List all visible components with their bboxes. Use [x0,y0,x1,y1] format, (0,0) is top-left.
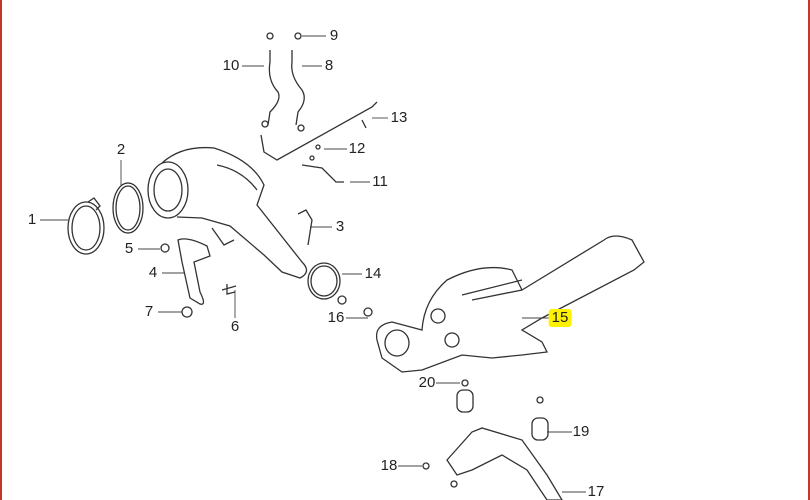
callout-18[interactable]: 18 [380,457,398,474]
callout-20[interactable]: 20 [418,374,436,391]
callout-14[interactable]: 14 [364,265,382,282]
callout-1[interactable]: 1 [27,211,37,228]
callout-3[interactable]: 3 [335,218,345,235]
callout-2[interactable]: 2 [116,141,126,158]
callout-9[interactable]: 9 [329,27,339,44]
catalytic-converter-part [147,146,313,279]
mount-part [531,396,549,441]
support-bracket-part [446,427,563,500]
nut-part [181,306,193,318]
sensor-part [301,164,344,183]
bracket-part [177,238,211,305]
callout-10[interactable]: 10 [222,57,240,74]
callout-5[interactable]: 5 [124,240,134,257]
callout-15-highlighted[interactable]: 15 [548,309,572,327]
gasket-part [112,182,144,234]
callout-7[interactable]: 7 [144,303,154,320]
callout-4[interactable]: 4 [148,264,158,281]
hose-part [291,50,305,126]
particulate-filter-part [375,235,645,373]
nut-part [160,243,170,253]
callout-11[interactable]: 11 [372,173,388,190]
callout-16[interactable]: 16 [327,309,345,326]
leader-lines [40,35,586,493]
callout-19[interactable]: 19 [572,423,590,440]
gasket-part [307,262,341,300]
callout-17[interactable]: 17 [587,483,605,500]
callout-8[interactable]: 8 [324,57,334,74]
mount-part [456,379,474,413]
bolt-part [221,284,237,295]
callout-13[interactable]: 13 [390,109,408,126]
callout-6[interactable]: 6 [230,318,240,335]
pipe-part [260,101,378,161]
callout-12[interactable]: 12 [348,140,366,157]
hose-part [267,50,280,126]
clamp-part [67,197,105,255]
